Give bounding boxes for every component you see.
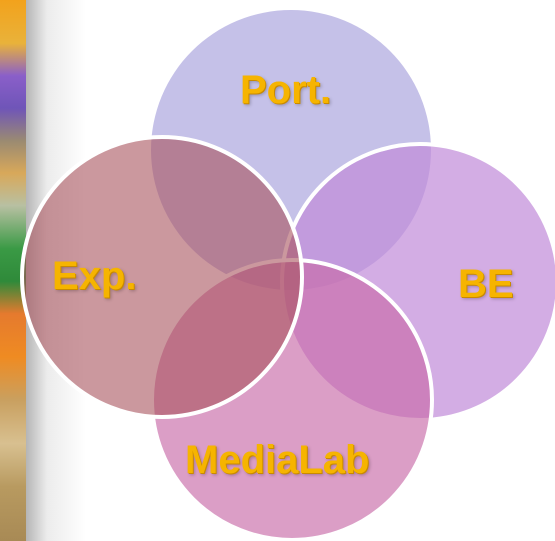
label-exp: Exp.	[52, 254, 137, 298]
label-be: BE	[458, 262, 514, 306]
label-port: Port.	[240, 68, 332, 112]
label-medialab: MediaLab	[185, 438, 370, 482]
circle-exp	[20, 135, 304, 419]
